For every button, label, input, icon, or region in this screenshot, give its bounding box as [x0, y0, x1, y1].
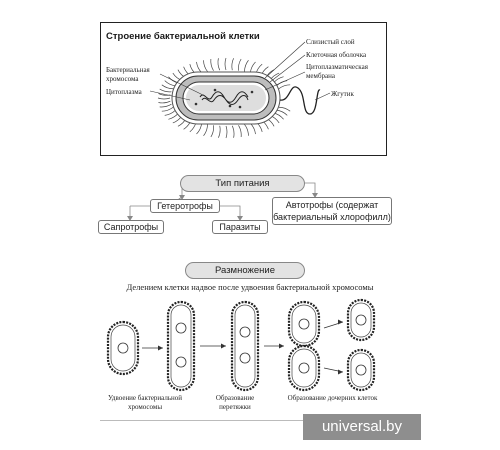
nutrition-title: Тип питания: [180, 175, 305, 192]
pilus: [238, 58, 242, 71]
pilus: [224, 57, 227, 71]
ribosome: [238, 105, 242, 109]
pilus: [157, 97, 171, 100]
chromosome: [199, 91, 249, 105]
pilus: [210, 58, 214, 71]
ribosome: [228, 104, 232, 108]
caption-step-2: Образование перетяжки: [215, 394, 255, 411]
box-parasites: Паразиты: [212, 220, 268, 234]
pilus: [218, 125, 221, 138]
ribosome: [213, 88, 217, 92]
pilus: [196, 123, 203, 135]
watermark: universal.by: [303, 414, 421, 440]
arrow-2-head: [221, 343, 226, 349]
label-chromosome: Бактериальная хромосома: [106, 66, 150, 83]
box-saprotrophs: Сапротрофы: [98, 220, 164, 234]
label-cytoplasm: Цитоплазма: [106, 88, 142, 96]
cytoplasm-area: [186, 85, 266, 111]
pilus: [244, 124, 249, 136]
cell-stage-4-top: [287, 300, 321, 348]
label-leaders: [149, 41, 331, 101]
label-capsule: Слизистый слой: [306, 38, 355, 46]
nucleoid: [355, 314, 367, 326]
pilus: [159, 88, 172, 93]
pilus: [203, 124, 208, 136]
arrow-4-head: [338, 319, 343, 325]
division-sequence: [106, 298, 376, 392]
arrow-5-head: [338, 369, 343, 375]
box-heterotrophs: Гетеротрофы: [150, 199, 220, 213]
nucleoid: [175, 356, 187, 368]
ribosome: [250, 90, 254, 94]
arrow-3-head: [279, 343, 284, 349]
caption-step-3: Образование дочерних клеток: [287, 394, 378, 402]
pilus: [249, 61, 256, 73]
pilus: [161, 84, 174, 90]
flagellum: [279, 86, 321, 115]
nucleoid: [239, 352, 251, 364]
cell-stage-1: [106, 320, 140, 376]
reproduction-title: Размножение: [185, 262, 305, 279]
pilus: [231, 125, 235, 138]
pilus: [203, 60, 208, 72]
pilus: [278, 106, 291, 112]
nucleoid: [298, 362, 310, 374]
pilus: [278, 84, 291, 90]
structure-title: Строение бактериальной клетки: [106, 31, 260, 42]
pilus: [210, 125, 214, 138]
pilus: [244, 60, 249, 72]
label-membrane: Цитоплазматическая мембрана: [306, 63, 368, 80]
box-autotrophs: Автотрофы (содержат бактериальный хлороф…: [272, 197, 392, 225]
cell-stage-3: [230, 300, 260, 392]
pilus: [238, 125, 242, 138]
nucleoid: [298, 318, 310, 330]
cell-stage-4-bottom: [287, 344, 321, 392]
nutrition-arrowheads: [127, 193, 318, 221]
nucleoid: [239, 326, 251, 338]
reproduction-subtitle: Делением клетки надвое после удвоения ба…: [126, 282, 374, 292]
daughter-cell-top: [346, 298, 376, 342]
pilus: [231, 58, 234, 71]
pilus: [225, 125, 228, 139]
label-cell-wall: Клеточная оболочка: [306, 51, 367, 59]
bacterial-cell: [157, 57, 321, 139]
pilus: [158, 100, 171, 104]
daughter-cell-bottom: [346, 348, 376, 392]
pilus: [250, 122, 256, 135]
cell-stage-2: [166, 300, 196, 392]
nucleoid: [117, 342, 129, 354]
arrow-1-head: [158, 345, 163, 351]
ribosome: [194, 102, 198, 106]
pilus: [196, 61, 202, 74]
caption-step-1: Удвоение бактериальной хромосомы: [107, 394, 183, 411]
divider: [100, 420, 380, 421]
pilus: [161, 106, 174, 112]
pilus: [217, 58, 221, 71]
pilus: [159, 103, 172, 108]
nucleoid: [175, 322, 187, 334]
nucleoid: [355, 364, 367, 376]
label-flagellum: Жгутик: [331, 90, 354, 98]
